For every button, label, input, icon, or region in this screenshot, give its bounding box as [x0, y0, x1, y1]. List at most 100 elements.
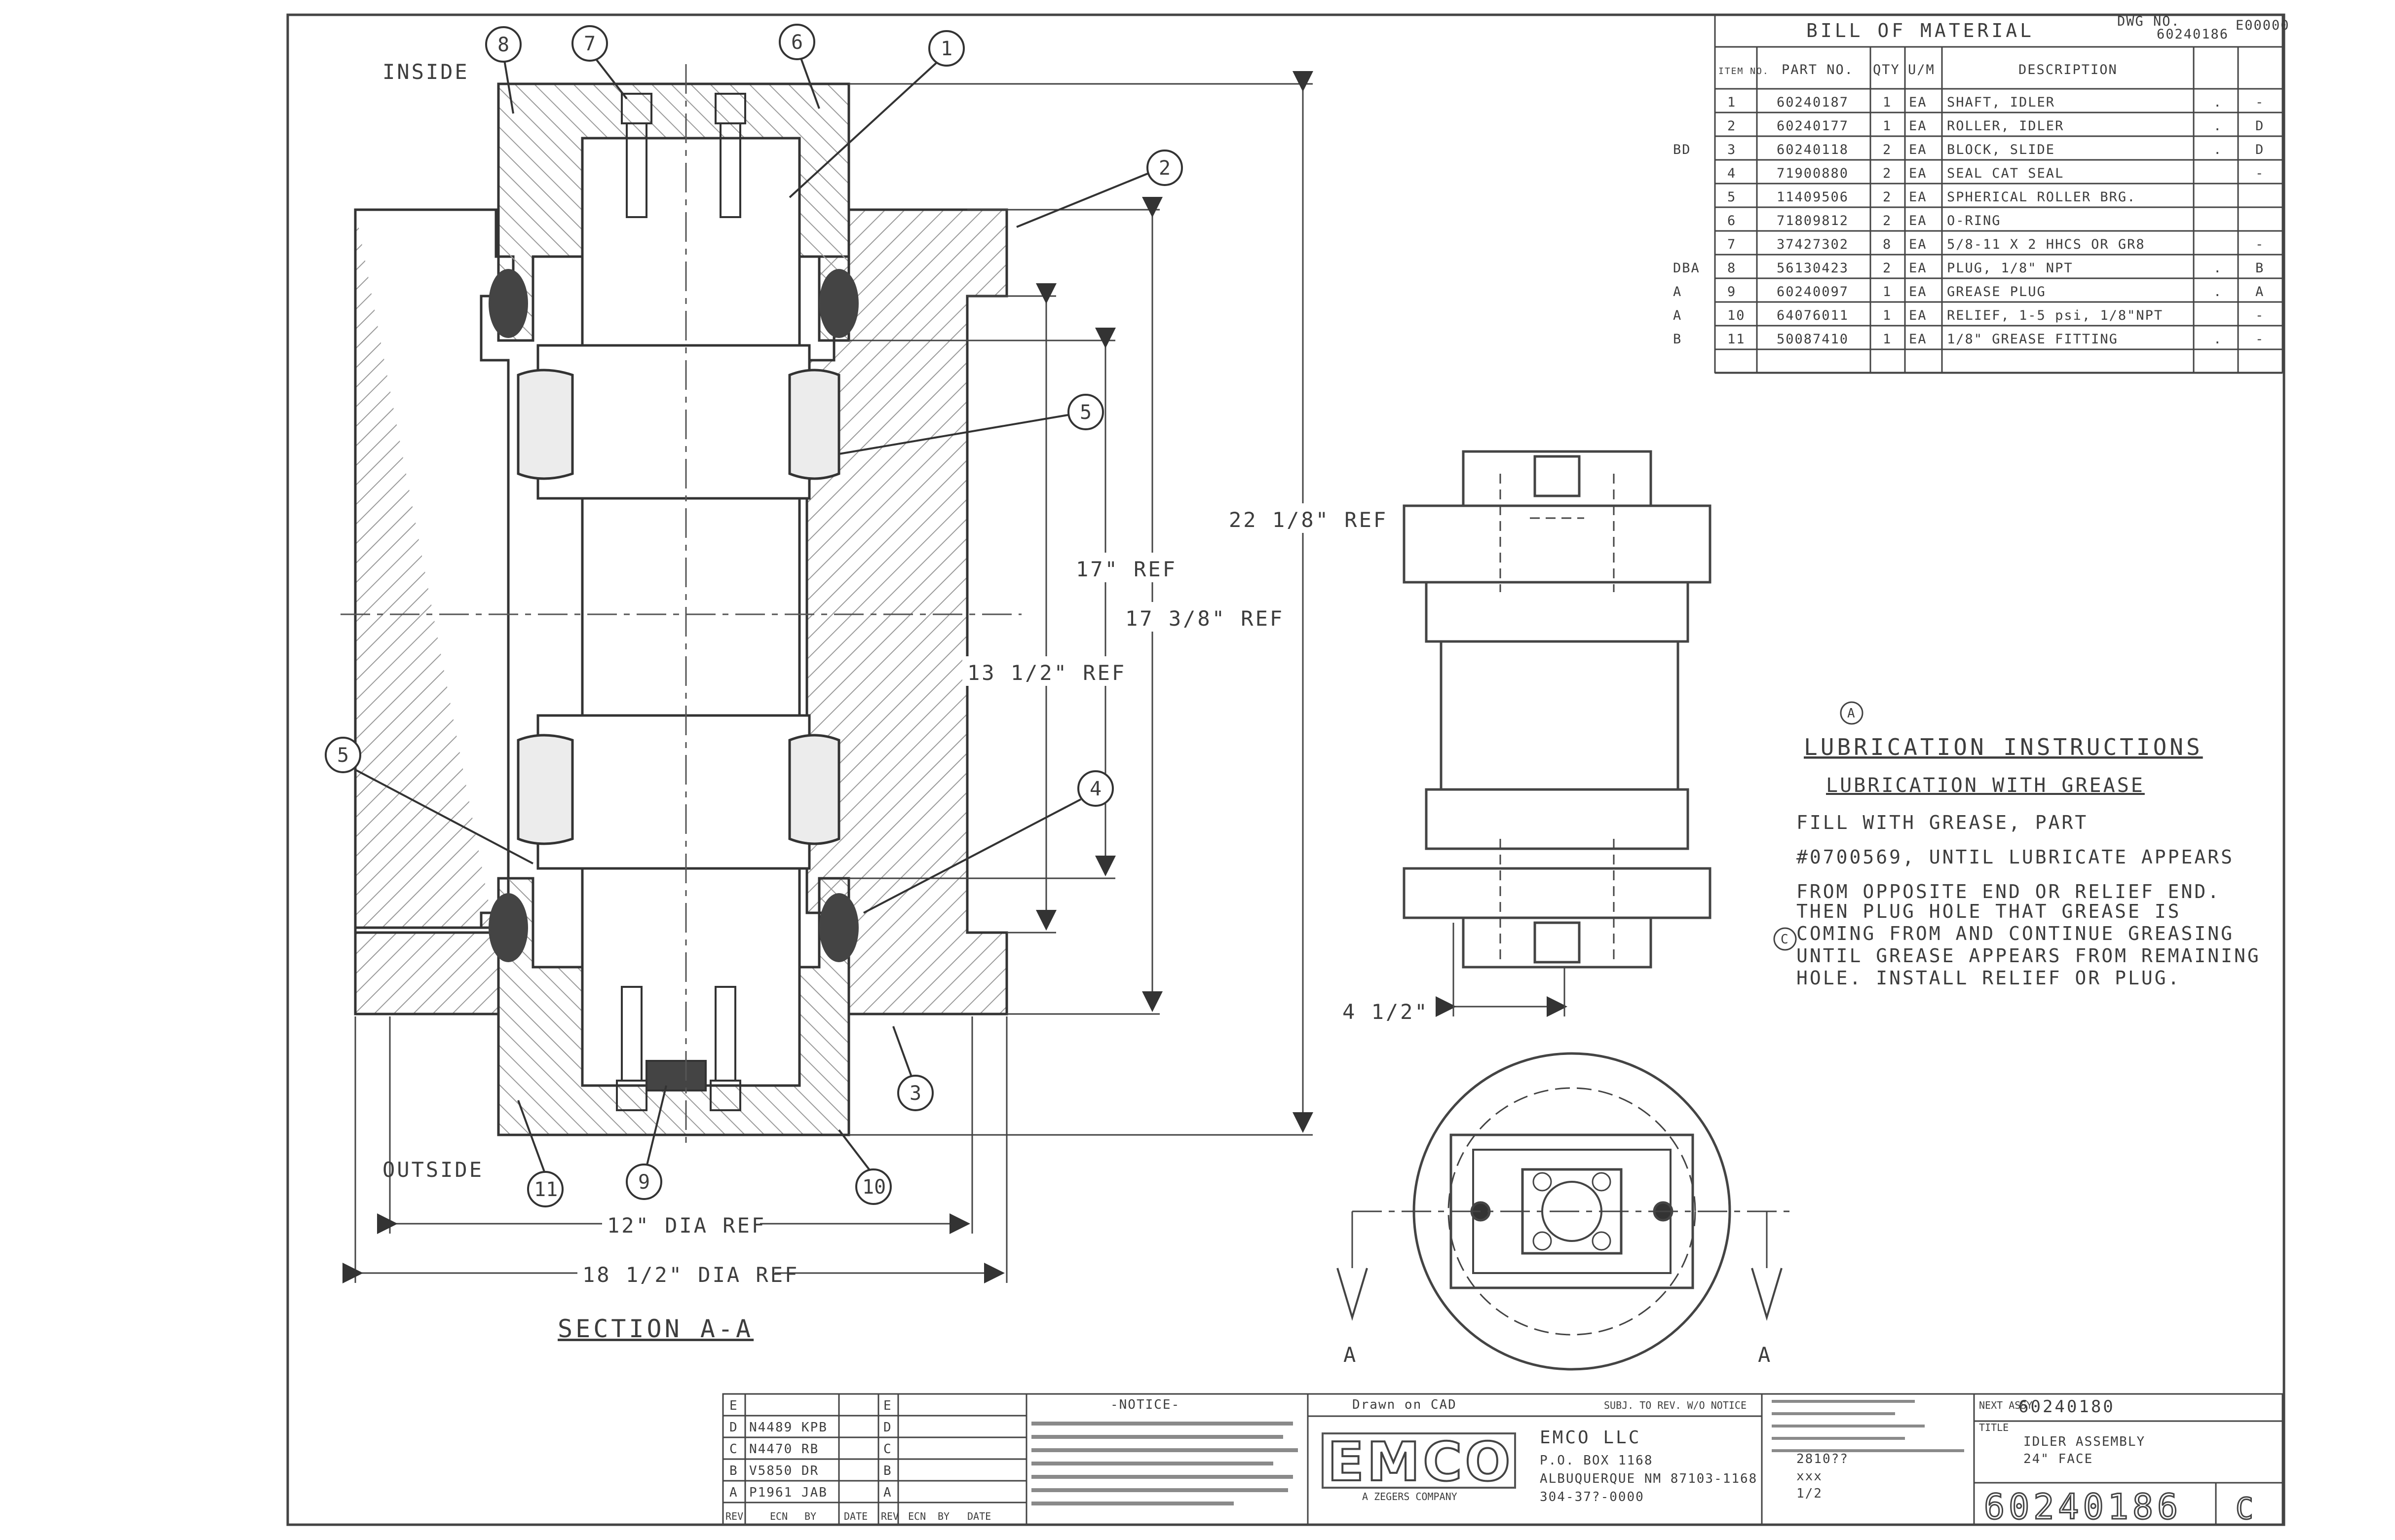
notice-text-lines: [1031, 1422, 1298, 1505]
bom-item-no: 7: [1727, 237, 1736, 252]
bom-um: EA: [1909, 261, 1927, 276]
approval-col-header: BY: [938, 1510, 950, 1522]
bom-description: RELIEF, 1-5 psi, 1/8"NPT: [1947, 308, 2163, 323]
bom-item-no: 9: [1727, 284, 1736, 300]
bom-part-no: 60240118: [1777, 142, 1849, 157]
bom-um: EA: [1909, 332, 1927, 347]
bom-row-flag: B: [1673, 332, 1682, 347]
bom-row-flag: A: [1673, 308, 1682, 323]
balloon-8-top: 8: [485, 26, 522, 114]
next-assy-label: NEXT ASSY: [1979, 1399, 2032, 1411]
bom-qty: 1: [1883, 95, 1892, 110]
bom-description: O-RING: [1947, 213, 2001, 228]
bom-item-no: 5: [1727, 189, 1736, 205]
bom-col-a: .: [2213, 261, 2222, 276]
rev-description: N4489 KPB: [749, 1420, 828, 1435]
bom-item-no: 1: [1727, 95, 1736, 110]
section-label: SECTION A-A: [558, 1315, 754, 1343]
bom-item-no: 10: [1727, 308, 1746, 323]
bom-rev-corner: E00000: [2236, 18, 2290, 33]
balloon-1: 1: [789, 30, 965, 198]
company-address-1: P.O. BOX 1168: [1540, 1453, 1653, 1468]
bom-part-no: 60240097: [1777, 284, 1849, 300]
bom-qty: 2: [1883, 213, 1892, 228]
svg-text:4: 4: [1090, 778, 1102, 800]
bom-part-no: 60240177: [1777, 118, 1849, 134]
balloon-2: 2: [1016, 150, 1183, 228]
approval-fields: [1772, 1400, 1964, 1452]
bom-qty: 2: [1883, 142, 1892, 157]
bom-col-a: .: [2213, 284, 2222, 300]
inside-label: INSIDE: [382, 60, 469, 84]
company-phone: 304-37?-0000: [1540, 1490, 1644, 1504]
bom-dwg-no: 60240186: [2157, 27, 2229, 42]
bom-column-header: QTY: [1873, 62, 1900, 77]
bom-description: SEAL CAT SEAL: [1947, 166, 2064, 181]
dim-side-4-12: 4 1/2": [1342, 1000, 1429, 1024]
rev-letter-right: C: [883, 1442, 892, 1457]
approval-col-header: DATE: [967, 1510, 991, 1522]
bom-qty: 8: [1883, 237, 1892, 252]
end-view: [1336, 1052, 1791, 1371]
bom-part-no: 71809812: [1777, 213, 1849, 228]
bom-qty: 1: [1883, 332, 1892, 347]
bom-um: EA: [1909, 284, 1927, 300]
section-marker-right: A: [1758, 1343, 1772, 1367]
bom-part-no: 50087410: [1777, 332, 1849, 347]
dim-17-38-ref: 17 3/8" REF: [1125, 606, 1284, 631]
bom-column-header: PART NO.: [1782, 62, 1854, 77]
title-label: TITLE: [1979, 1422, 2009, 1433]
rev-description: V5850 DR: [749, 1464, 819, 1478]
svg-text:EMCO: EMCO: [1328, 1431, 1513, 1493]
lube-subtitle: LUBRICATION WITH GREASE: [1826, 774, 2145, 797]
rev-letter: A: [729, 1485, 738, 1500]
seals: [489, 269, 859, 962]
rev-col-header: DATE: [844, 1510, 868, 1522]
svg-text:6: 6: [791, 31, 803, 54]
bom-description: GREASE PLUG: [1947, 284, 2046, 300]
dim-17-ref: 17" REF: [1076, 557, 1177, 581]
lube-title: LUBRICATION INSTRUCTIONS: [1804, 734, 2203, 760]
lube-line: FILL WITH GREASE, PART: [1796, 812, 2088, 833]
balloon-7-top: 7: [571, 25, 628, 100]
bom-row-flag: A: [1673, 284, 1682, 300]
bom-qty: 1: [1883, 308, 1892, 323]
bom-item-no: 8: [1727, 261, 1736, 276]
bom-part-no: 11409506: [1777, 189, 1849, 205]
svg-text:11: 11: [534, 1178, 558, 1201]
drawn-on-cad: Drawn on CAD: [1352, 1397, 1457, 1412]
dim-18-12-dia-ref: 18 1/2" DIA REF: [582, 1263, 799, 1287]
bom-row-flag: DBA: [1673, 261, 1700, 276]
svg-text:8: 8: [497, 34, 509, 56]
bom-dwg-label: DWG NO.: [2117, 14, 2180, 29]
bill-of-material: BILL OF MATERIAL DWG NO. 60240186 E00000…: [1673, 14, 2290, 374]
bom-qty: 1: [1883, 284, 1892, 300]
bom-column-header: DESCRIPTION: [2018, 62, 2118, 77]
balloon-5-right: 5: [838, 394, 1104, 455]
lube-lines: FILL WITH GREASE, PART#0700569, UNTIL LU…: [1796, 812, 2259, 989]
bom-item-no: 6: [1727, 213, 1736, 228]
bom-um: EA: [1909, 118, 1927, 134]
bom-col-b: A: [2255, 284, 2264, 300]
scale-field: 1/2: [1796, 1486, 1823, 1501]
bom-description: 1/8" GREASE FITTING: [1947, 332, 2118, 347]
bom-item-no: 11: [1727, 332, 1746, 347]
lube-line: FROM OPPOSITE END OR RELIEF END.: [1796, 881, 2221, 902]
revision-grid: [723, 1394, 1026, 1525]
bom-description: 5/8-11 X 2 HHCS OR GR8: [1947, 237, 2145, 252]
balloon-10: 10: [838, 1129, 892, 1205]
